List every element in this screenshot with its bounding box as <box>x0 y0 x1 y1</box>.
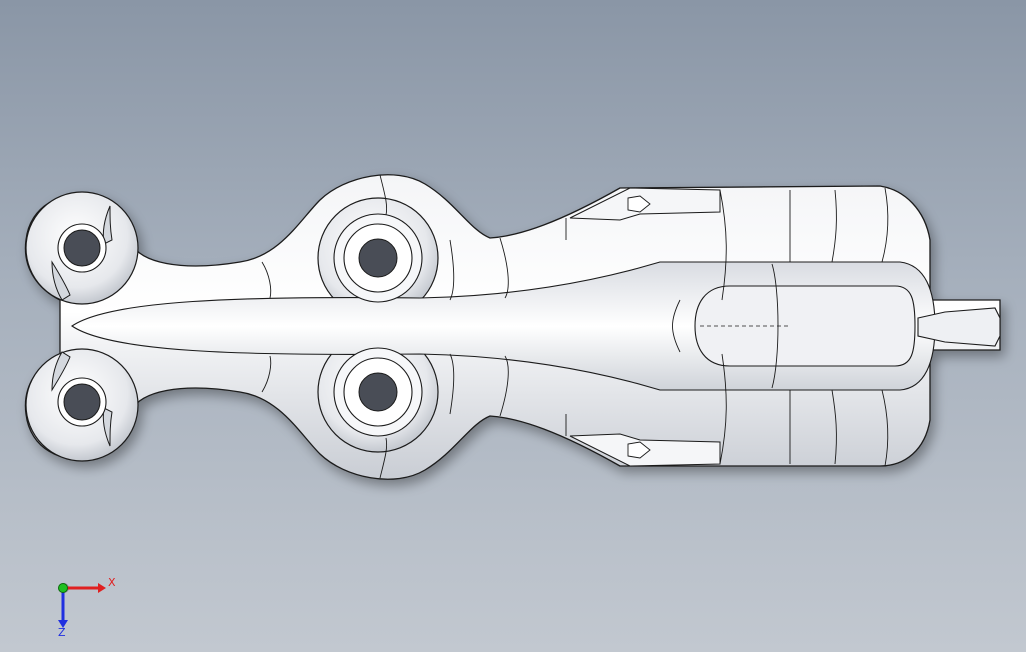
part-body[interactable] <box>24 174 1001 480</box>
x-axis-label: X <box>108 576 116 589</box>
pin-upper <box>627 195 651 213</box>
end-tip <box>917 307 1001 347</box>
notch-lower-left <box>51 351 71 392</box>
pin-lower <box>627 441 651 459</box>
hole-upper-left <box>57 223 107 273</box>
slot-pocket <box>694 285 916 367</box>
hole-lower-middle <box>333 347 423 437</box>
hole-upper-middle <box>333 213 423 303</box>
notch-lower-right <box>102 407 113 447</box>
coordinate-triad-icon[interactable]: X Z <box>46 570 126 640</box>
y-axis-dot <box>58 583 68 593</box>
hole-lower-left <box>57 377 107 427</box>
x-axis-arrowhead <box>98 583 106 593</box>
z-axis-label: Z <box>58 626 66 639</box>
notch-upper-left <box>51 260 71 301</box>
z-axis-arrowhead <box>58 620 68 628</box>
notch-upper-right <box>102 205 113 245</box>
edge-lines <box>261 174 889 479</box>
